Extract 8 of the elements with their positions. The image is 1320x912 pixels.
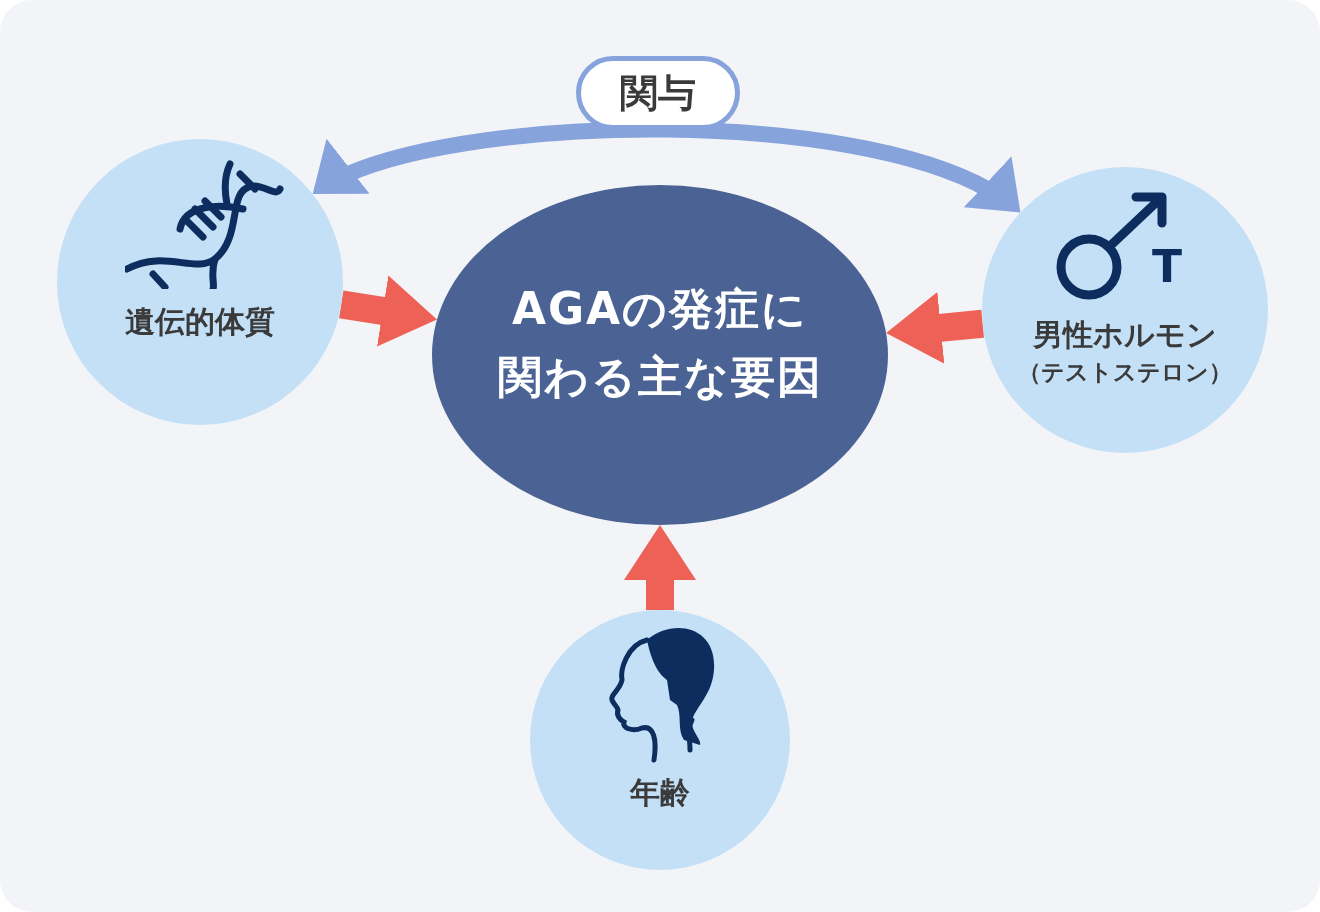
arrow [624,525,696,610]
arrow [884,292,985,364]
letter-label: T [1152,245,1182,289]
node-label: （テストステロン） [1017,359,1233,387]
node-label: 年齢 [628,775,691,811]
node-label: 遺伝的体質 [124,304,276,340]
node-label: 男性ホルモン [1032,317,1218,353]
heading: AGAの発症に関わる主な要因 [496,282,824,405]
